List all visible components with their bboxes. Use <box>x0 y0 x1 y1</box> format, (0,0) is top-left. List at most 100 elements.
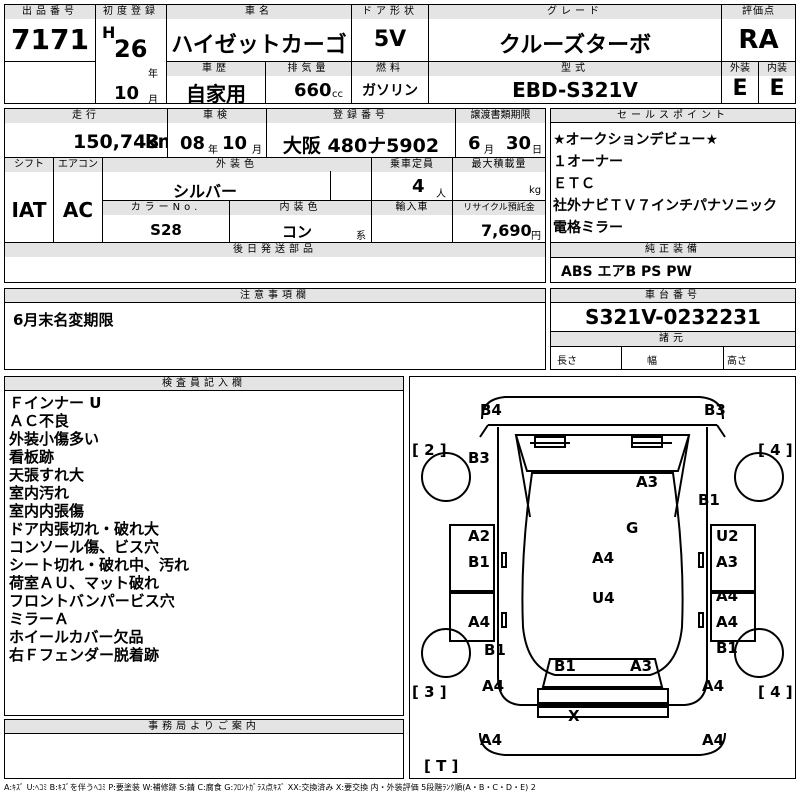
plate-label: 登録番号 <box>267 109 455 123</box>
damage-mark: A2 <box>468 527 491 545</box>
auction-number-value: 7171 <box>11 23 89 56</box>
max-load-label: 最大積載量 <box>453 158 545 172</box>
inspector-item: ミラーＡ <box>9 610 70 628</box>
damage-mark: B4 <box>480 401 502 419</box>
damage-mark: U2 <box>716 527 739 545</box>
door-label: ドア形状 <box>352 5 428 19</box>
plate-cell: 登録番号 大阪 480ナ5902 <box>266 108 456 158</box>
damage-mark: B1 <box>716 639 738 657</box>
car-name-label: 車名 <box>167 5 351 19</box>
door-value: 5V <box>373 27 407 52</box>
first-reg-label: 初度登録 <box>96 5 166 19</box>
transfer-day: 30 <box>506 133 532 154</box>
grade-label: グレード <box>429 5 721 19</box>
damage-mark: A4 <box>482 677 505 695</box>
displacement-label: 排気量 <box>266 62 351 76</box>
inspection-cell: 車検 08 年 10 月 <box>167 108 267 158</box>
inspection-label: 車検 <box>168 109 266 123</box>
displacement-unit: cc <box>332 89 343 100</box>
mileage-label: 走行 <box>5 109 167 123</box>
ext-color-split <box>330 171 372 201</box>
max-load-cell: 最大積載量 kg <box>452 157 546 201</box>
transfer-label: 譲渡書類期限 <box>456 109 545 123</box>
aircon-cell: エアコン AC <box>53 157 103 243</box>
fuel-cell: 燃料 ガソリン <box>351 61 429 104</box>
inspector-item: フロントバンパービス穴 <box>9 592 175 610</box>
recycle-cell: リサイクル預託金 7,690 円 <box>452 200 546 243</box>
car-name-cell: 車名 ハイゼットカーゴ <box>166 4 352 62</box>
ext-color-value: シルバー <box>173 182 238 201</box>
spec-width-label: 幅 <box>647 356 657 367</box>
sales-point-label: セールスポイント <box>551 109 795 123</box>
mileage-value: 150,743 <box>73 131 160 153</box>
damage-mark: B1 <box>468 553 490 571</box>
first-reg-month: 10 <box>114 83 140 104</box>
damage-mark: A4 <box>702 677 725 695</box>
first-reg-year: 26 <box>114 35 148 63</box>
capacity-label: 乗車定員 <box>372 158 452 172</box>
grade-cell: グレード クルーズターボ <box>428 4 722 62</box>
car-outline-diagram <box>421 396 784 756</box>
sales-point-item: 電格ミラー <box>553 220 623 236</box>
inspector-item: シート切れ・破れ中、汚れ <box>9 556 190 574</box>
displacement-cell: 排気量 660 cc <box>265 61 352 104</box>
sales-point-item: ★オークションデビュー★ <box>553 132 719 148</box>
color-no-cell: カラーNo. S28 <box>102 200 230 243</box>
plate-value: 大阪 480ナ5902 <box>282 135 440 157</box>
capacity-unit: 人 <box>436 189 446 200</box>
damage-mark: A4 <box>716 587 739 605</box>
model-value: EBD-S321V <box>512 78 638 102</box>
int-color-value: コン <box>282 223 313 241</box>
damage-mark: B3 <box>468 449 490 467</box>
side-marker-top: [ T ] <box>424 757 459 775</box>
side-marker-front-left: [ 2 ] <box>412 441 447 459</box>
side-marker-rear-left: [ 3 ] <box>412 683 447 701</box>
aircon-value: AC <box>62 198 94 222</box>
sales-point-block: セールスポイント ★オークションデビュー★ １オーナー ＥＴＣ 社外ナビＴＶ７イ… <box>550 108 796 283</box>
equipment-value: ABS エアB PS PW <box>561 264 692 280</box>
sales-point-item: 社外ナビＴＶ７インチパナソニック <box>553 198 777 214</box>
damage-mark: A3 <box>636 473 659 491</box>
model-cell: 型式 EBD-S321V <box>428 61 722 104</box>
transfer-month: 6 <box>468 133 481 154</box>
fuel-value: ガソリン <box>362 83 418 99</box>
inspector-item: 荷室ＡＵ、マット破れ <box>9 574 160 592</box>
int-color-cell: 内装色 コン 系 <box>229 200 372 243</box>
auction-number-label: 出品番号 <box>5 5 95 19</box>
int-color-unit: 系 <box>356 231 366 242</box>
first-reg-era: H <box>102 23 116 42</box>
history-label: 車歴 <box>167 62 265 76</box>
model-label: 型式 <box>429 62 721 76</box>
damage-mark: B1 <box>698 491 720 509</box>
damage-mark: A4 <box>716 613 739 631</box>
history-value: 自家用 <box>186 82 246 104</box>
inspector-item: 右Ｆフェンダー脱着跡 <box>9 646 160 664</box>
exterior-value: E <box>732 76 748 101</box>
damage-mark: A4 <box>468 613 491 631</box>
history-cell: 車歴 自家用 <box>166 61 266 104</box>
damage-mark: A4 <box>702 731 725 749</box>
damage-mark: G <box>626 519 639 537</box>
color-no-label: カラーNo. <box>103 201 229 215</box>
chassis-label: 車台番号 <box>551 289 795 303</box>
car-name-value: ハイゼットカーゴ <box>171 33 347 58</box>
shift-label: シフト <box>5 158 53 172</box>
aircon-label: エアコン <box>54 158 102 172</box>
first-reg-cell: 初度登録 H 26 年 10 月 <box>95 4 167 104</box>
chassis-block: 車台番号 S321V-0232231 諸元 長さ 幅 高さ <box>550 288 796 370</box>
spec-length-label: 長さ <box>557 356 577 367</box>
inspection-year-unit: 年 <box>208 145 218 156</box>
inspection-month: 10 <box>222 133 248 154</box>
notes-value: 6月末名変期限 <box>13 311 114 329</box>
interior-cell: 内装 E <box>758 61 796 104</box>
later-parts-cell: 後日発送部品 <box>4 242 546 283</box>
first-reg-month-unit: 月 <box>148 95 158 104</box>
inspector-item: 外装小傷多い <box>9 430 100 448</box>
door-cell: ドア形状 5V <box>351 4 429 62</box>
inspector-item: 室内内張傷 <box>9 502 85 520</box>
office-block: 事務局よりご案内 <box>4 719 404 779</box>
auction-number-cell: 出品番号 7171 <box>4 4 96 62</box>
inspector-item: コンソール傷、ビス穴 <box>9 538 160 556</box>
capacity-cell: 乗車定員 4 人 <box>371 157 453 201</box>
inspector-list: Ｆインナー U ＡＣ不良 外装小傷多い 看板跡 天張すれ大 室内汚れ 室内内張傷… <box>9 394 189 664</box>
